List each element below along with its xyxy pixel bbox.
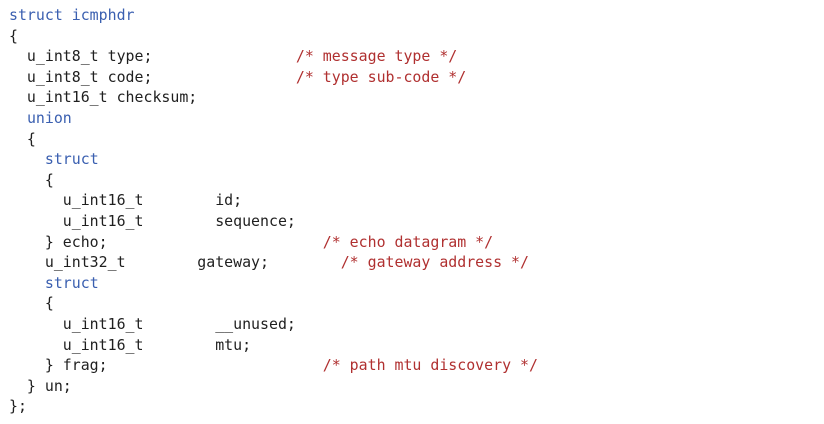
code-token: { (9, 26, 18, 45)
code-token: u_int8_t code; (9, 67, 296, 86)
code-token: { (9, 170, 54, 189)
comment-token: /* gateway address */ (340, 253, 529, 272)
comment-token: /* type sub-code */ (295, 67, 467, 86)
code-token: u_int16_t checksum; (9, 88, 198, 107)
code-token: }; (9, 397, 27, 416)
keyword-token: struct icmphdr (9, 6, 135, 24)
code-line: { (9, 129, 824, 150)
comment-token: /* path mtu discovery */ (322, 356, 538, 375)
code-token: } frag; (9, 356, 323, 375)
code-line: } echo; /* echo datagram */ (9, 232, 824, 253)
code-token (9, 274, 45, 292)
code-line: { (9, 170, 824, 191)
code-line: } frag; /* path mtu discovery */ (9, 355, 824, 376)
code-token: u_int8_t type; (9, 47, 296, 66)
code-line: u_int16_t __unused; (9, 314, 824, 335)
code-line: u_int32_t gateway; /* gateway address */ (9, 252, 824, 273)
code-line: } un; (9, 376, 824, 397)
code-token: u_int16_t id; (9, 191, 243, 210)
code-token: u_int16_t sequence; (9, 211, 296, 230)
keyword-token: union (26, 108, 72, 127)
code-line: u_int8_t code; /* type sub-code */ (9, 67, 824, 88)
code-line: struct (9, 273, 824, 294)
code-line: }; (9, 396, 824, 417)
code-token: u_int16_t mtu; (9, 335, 252, 354)
code-line: u_int16_t mtu; (9, 335, 824, 356)
code-token: } echo; (9, 232, 323, 251)
code-line: union (9, 108, 824, 129)
code-line: struct icmphdr (9, 5, 824, 26)
keyword-token: struct (44, 150, 99, 169)
code-token: u_int16_t __unused; (9, 314, 296, 333)
code-token: u_int32_t gateway; (9, 253, 341, 272)
code-line: struct (9, 149, 824, 170)
comment-token: /* echo datagram */ (322, 232, 494, 251)
keyword-token: struct (44, 273, 99, 292)
code-token: { (9, 294, 54, 313)
code-line: u_int16_t checksum; (9, 87, 824, 108)
comment-token: /* message type */ (295, 47, 458, 66)
code-token: { (9, 129, 36, 148)
code-line: { (9, 293, 824, 314)
code-token (9, 109, 27, 127)
code-line: { (9, 26, 824, 47)
code-line: u_int8_t type; /* message type */ (9, 46, 824, 67)
code-line: u_int16_t sequence; (9, 211, 824, 232)
code-line: u_int16_t id; (9, 190, 824, 211)
code-token (9, 150, 45, 168)
code-token: } un; (9, 376, 72, 395)
